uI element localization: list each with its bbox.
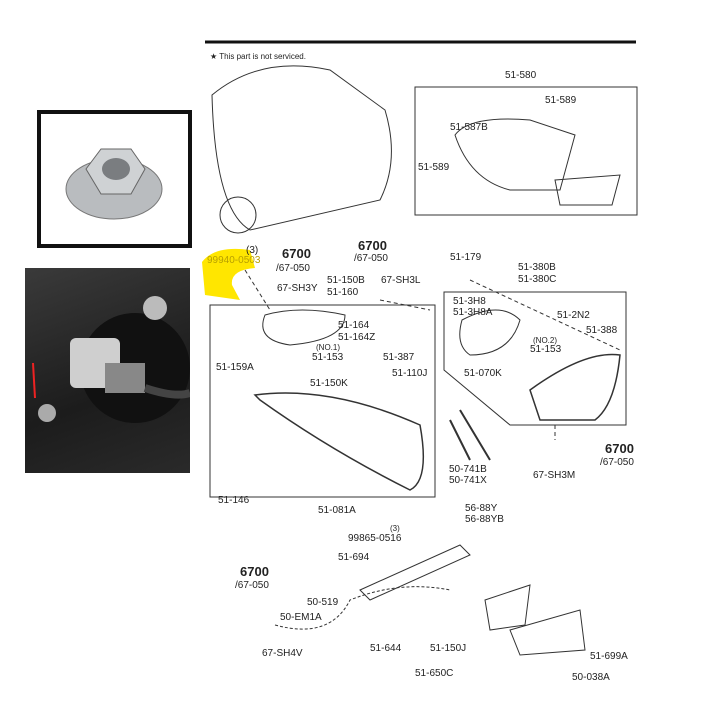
part-label: 51-2N2 xyxy=(557,310,590,321)
ref-label: 6700 xyxy=(605,441,634,456)
part-label: 51-650C xyxy=(415,668,454,679)
part-label: 50-741B xyxy=(449,464,487,475)
part-label: 51-150B xyxy=(327,275,365,286)
part-label: (NO.1) xyxy=(316,343,340,352)
flange-nut-icon xyxy=(65,148,163,220)
part-label: 51-179 xyxy=(450,252,482,263)
part-label: 51-3H8A xyxy=(453,307,493,318)
inner-lamp-box xyxy=(443,291,627,426)
part-label: 51-694 xyxy=(338,552,370,563)
part-label: 51-387 xyxy=(383,352,415,363)
part-label: 50-EM1A xyxy=(280,612,322,623)
part-label: 51-589 xyxy=(418,162,450,173)
part-label: 51-153 xyxy=(312,352,344,363)
part-label: 51-380C xyxy=(518,274,557,285)
part-label: 56-88YB xyxy=(465,514,504,525)
part-label: 51-153 xyxy=(530,344,562,355)
part-label: 51-699A xyxy=(590,651,628,662)
part-label: 51-070K xyxy=(464,368,502,379)
highlighted-part-label: 99940-0503 xyxy=(207,255,261,266)
part-label: 56-88Y xyxy=(465,503,498,514)
ref-label: /67-050 xyxy=(235,580,269,591)
part-label: 51-589 xyxy=(545,95,577,106)
part-label: 50-038A xyxy=(572,672,610,683)
part-label: 51-380B xyxy=(518,262,556,273)
ref-label: /67-050 xyxy=(354,253,388,264)
part-label: 51-150J xyxy=(430,643,467,654)
car-outline xyxy=(211,65,392,231)
part-label: 67-SH4V xyxy=(262,648,303,659)
part-label: 51-110J xyxy=(392,368,428,379)
part-label: 51-587B xyxy=(450,122,488,133)
not-serviced-note: ★ This part is not serviced. xyxy=(210,52,306,61)
qty-label: (3) xyxy=(246,245,259,256)
ref-label: 6700 xyxy=(240,564,269,579)
highlight-mark xyxy=(202,248,255,300)
flange-nut-photo xyxy=(37,110,192,248)
part-label: 99865-0516 xyxy=(348,533,402,544)
installed-nut-photo xyxy=(25,268,190,473)
part-label: 51-081A xyxy=(318,505,356,516)
part-label: 51-3H8 xyxy=(453,296,486,307)
part-label: 67-SH3Y xyxy=(277,283,318,294)
tail-lamp-socket-photo xyxy=(32,296,190,423)
brake-light-box xyxy=(414,86,638,216)
part-label: 50-741X xyxy=(449,475,487,486)
part-label: 51-159A xyxy=(216,362,254,373)
part-label: 51-388 xyxy=(586,325,618,336)
part-label: 51-580 xyxy=(505,70,537,81)
qty-label: (3) xyxy=(390,524,400,533)
part-label: 67-SH3M xyxy=(533,470,576,481)
ref-label: /67-050 xyxy=(600,457,634,468)
ref-label: /67-050 xyxy=(276,263,310,274)
part-label: 51-164Z xyxy=(338,332,376,343)
part-label: 67-SH3L xyxy=(381,275,421,286)
part-label: 50-519 xyxy=(307,597,339,608)
rear-combination-lamp-box xyxy=(209,304,436,498)
part-label: 51-150K xyxy=(310,378,348,389)
part-label: 51-164 xyxy=(338,320,370,331)
part-label: 51-146 xyxy=(218,495,250,506)
part-label: (NO.2) xyxy=(533,336,557,345)
part-label: 51-644 xyxy=(370,643,402,654)
ref-label: 6700 xyxy=(282,246,311,261)
part-label: 51-160 xyxy=(327,287,359,298)
ref-label: 6700 xyxy=(358,238,387,253)
